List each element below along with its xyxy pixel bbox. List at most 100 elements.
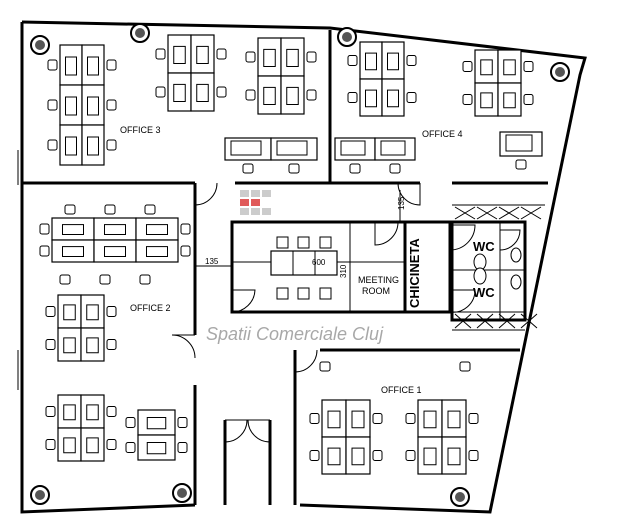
chair: [480, 59, 493, 76]
chair: [86, 404, 99, 421]
chair: [65, 56, 77, 76]
chair: [63, 404, 76, 421]
interior-walls: [22, 30, 548, 505]
workstation-row: [334, 137, 416, 174]
side-chair: [106, 139, 117, 151]
column-icon: [130, 23, 150, 43]
wc-fixtures: [473, 247, 522, 290]
room-label-wc-1: WC: [473, 239, 495, 254]
chair: [146, 224, 168, 236]
chair: [387, 52, 399, 71]
chair: [63, 304, 76, 321]
monitor: [505, 134, 533, 152]
desk-cluster: [347, 41, 417, 117]
side-chair: [306, 51, 317, 63]
chair: [65, 136, 77, 156]
chair: [173, 45, 186, 65]
meeting-table: [270, 236, 338, 300]
chair: [242, 163, 254, 174]
side-chair: [347, 92, 358, 103]
side-chair: [306, 89, 317, 101]
chair: [62, 246, 84, 258]
side-chair: [45, 439, 56, 450]
chair: [196, 83, 209, 103]
side-chair: [47, 139, 58, 151]
monitor: [380, 140, 406, 156]
side-chair: [245, 89, 256, 101]
chair: [173, 83, 186, 103]
desk-cluster: [462, 49, 534, 117]
chair: [87, 56, 99, 76]
side-chair: [47, 59, 58, 71]
side-chair: [468, 413, 479, 424]
room-label-office-1: OFFICE 1: [381, 385, 422, 395]
column-icon: [337, 27, 357, 47]
chair: [288, 163, 300, 174]
chair: [87, 136, 99, 156]
side-chair: [309, 450, 320, 461]
chair: [447, 447, 461, 466]
chair: [146, 417, 167, 430]
side-chair: [177, 442, 188, 453]
desk: [345, 436, 371, 475]
column-icon: [450, 487, 470, 507]
desk-cluster: [155, 34, 227, 112]
monitor: [230, 140, 262, 156]
room-label-meeting-1: MEETING: [358, 275, 399, 285]
watermark-logo: [240, 190, 271, 215]
chair: [104, 246, 126, 258]
chair: [389, 163, 401, 174]
chair: [87, 96, 99, 116]
chair: [327, 410, 341, 429]
desk-cluster: [47, 44, 117, 166]
chair: [146, 246, 168, 258]
side-chair: [106, 406, 117, 417]
chair: [319, 361, 331, 372]
furniture: [39, 34, 543, 475]
room-label-office-3: OFFICE 3: [120, 125, 161, 135]
desk-cluster: [245, 37, 317, 115]
side-chair: [180, 245, 191, 257]
chair: [62, 224, 84, 236]
chair: [86, 337, 99, 354]
column-icon: [30, 35, 50, 55]
side-chair: [216, 86, 227, 98]
side-chair: [216, 48, 227, 60]
desk-cluster: [45, 394, 117, 462]
dimension-135-top: 135: [397, 196, 406, 210]
room-label-meeting-2: ROOM: [362, 286, 390, 296]
monitor: [340, 140, 366, 156]
desk-cluster: [39, 217, 191, 263]
side-chair: [45, 339, 56, 350]
watermark-text: Spatii Comerciale Cluj: [206, 324, 384, 344]
dimension-600: 600: [312, 258, 326, 267]
chair: [86, 304, 99, 321]
chair: [351, 410, 365, 429]
side-chair: [39, 245, 50, 257]
side-chair: [309, 413, 320, 424]
side-chair: [462, 61, 473, 72]
chair: [365, 89, 377, 108]
dimension-135-left: 135: [205, 257, 219, 266]
side-chair: [106, 99, 117, 111]
chair: [86, 437, 99, 454]
chair: [139, 274, 151, 285]
side-chair: [125, 417, 136, 428]
chair: [423, 410, 437, 429]
workstation-row: [499, 131, 543, 170]
column-icon: [30, 485, 50, 505]
side-chair: [468, 450, 479, 461]
side-chair: [45, 306, 56, 317]
chair: [104, 224, 126, 236]
chair: [263, 86, 276, 106]
chair: [263, 48, 276, 68]
desk-cluster: [309, 399, 383, 475]
side-chair: [372, 413, 383, 424]
chair: [365, 52, 377, 71]
chair: [480, 92, 493, 109]
chair: [459, 361, 471, 372]
chair: [447, 410, 461, 429]
chair: [65, 96, 77, 116]
side-chair: [47, 99, 58, 111]
